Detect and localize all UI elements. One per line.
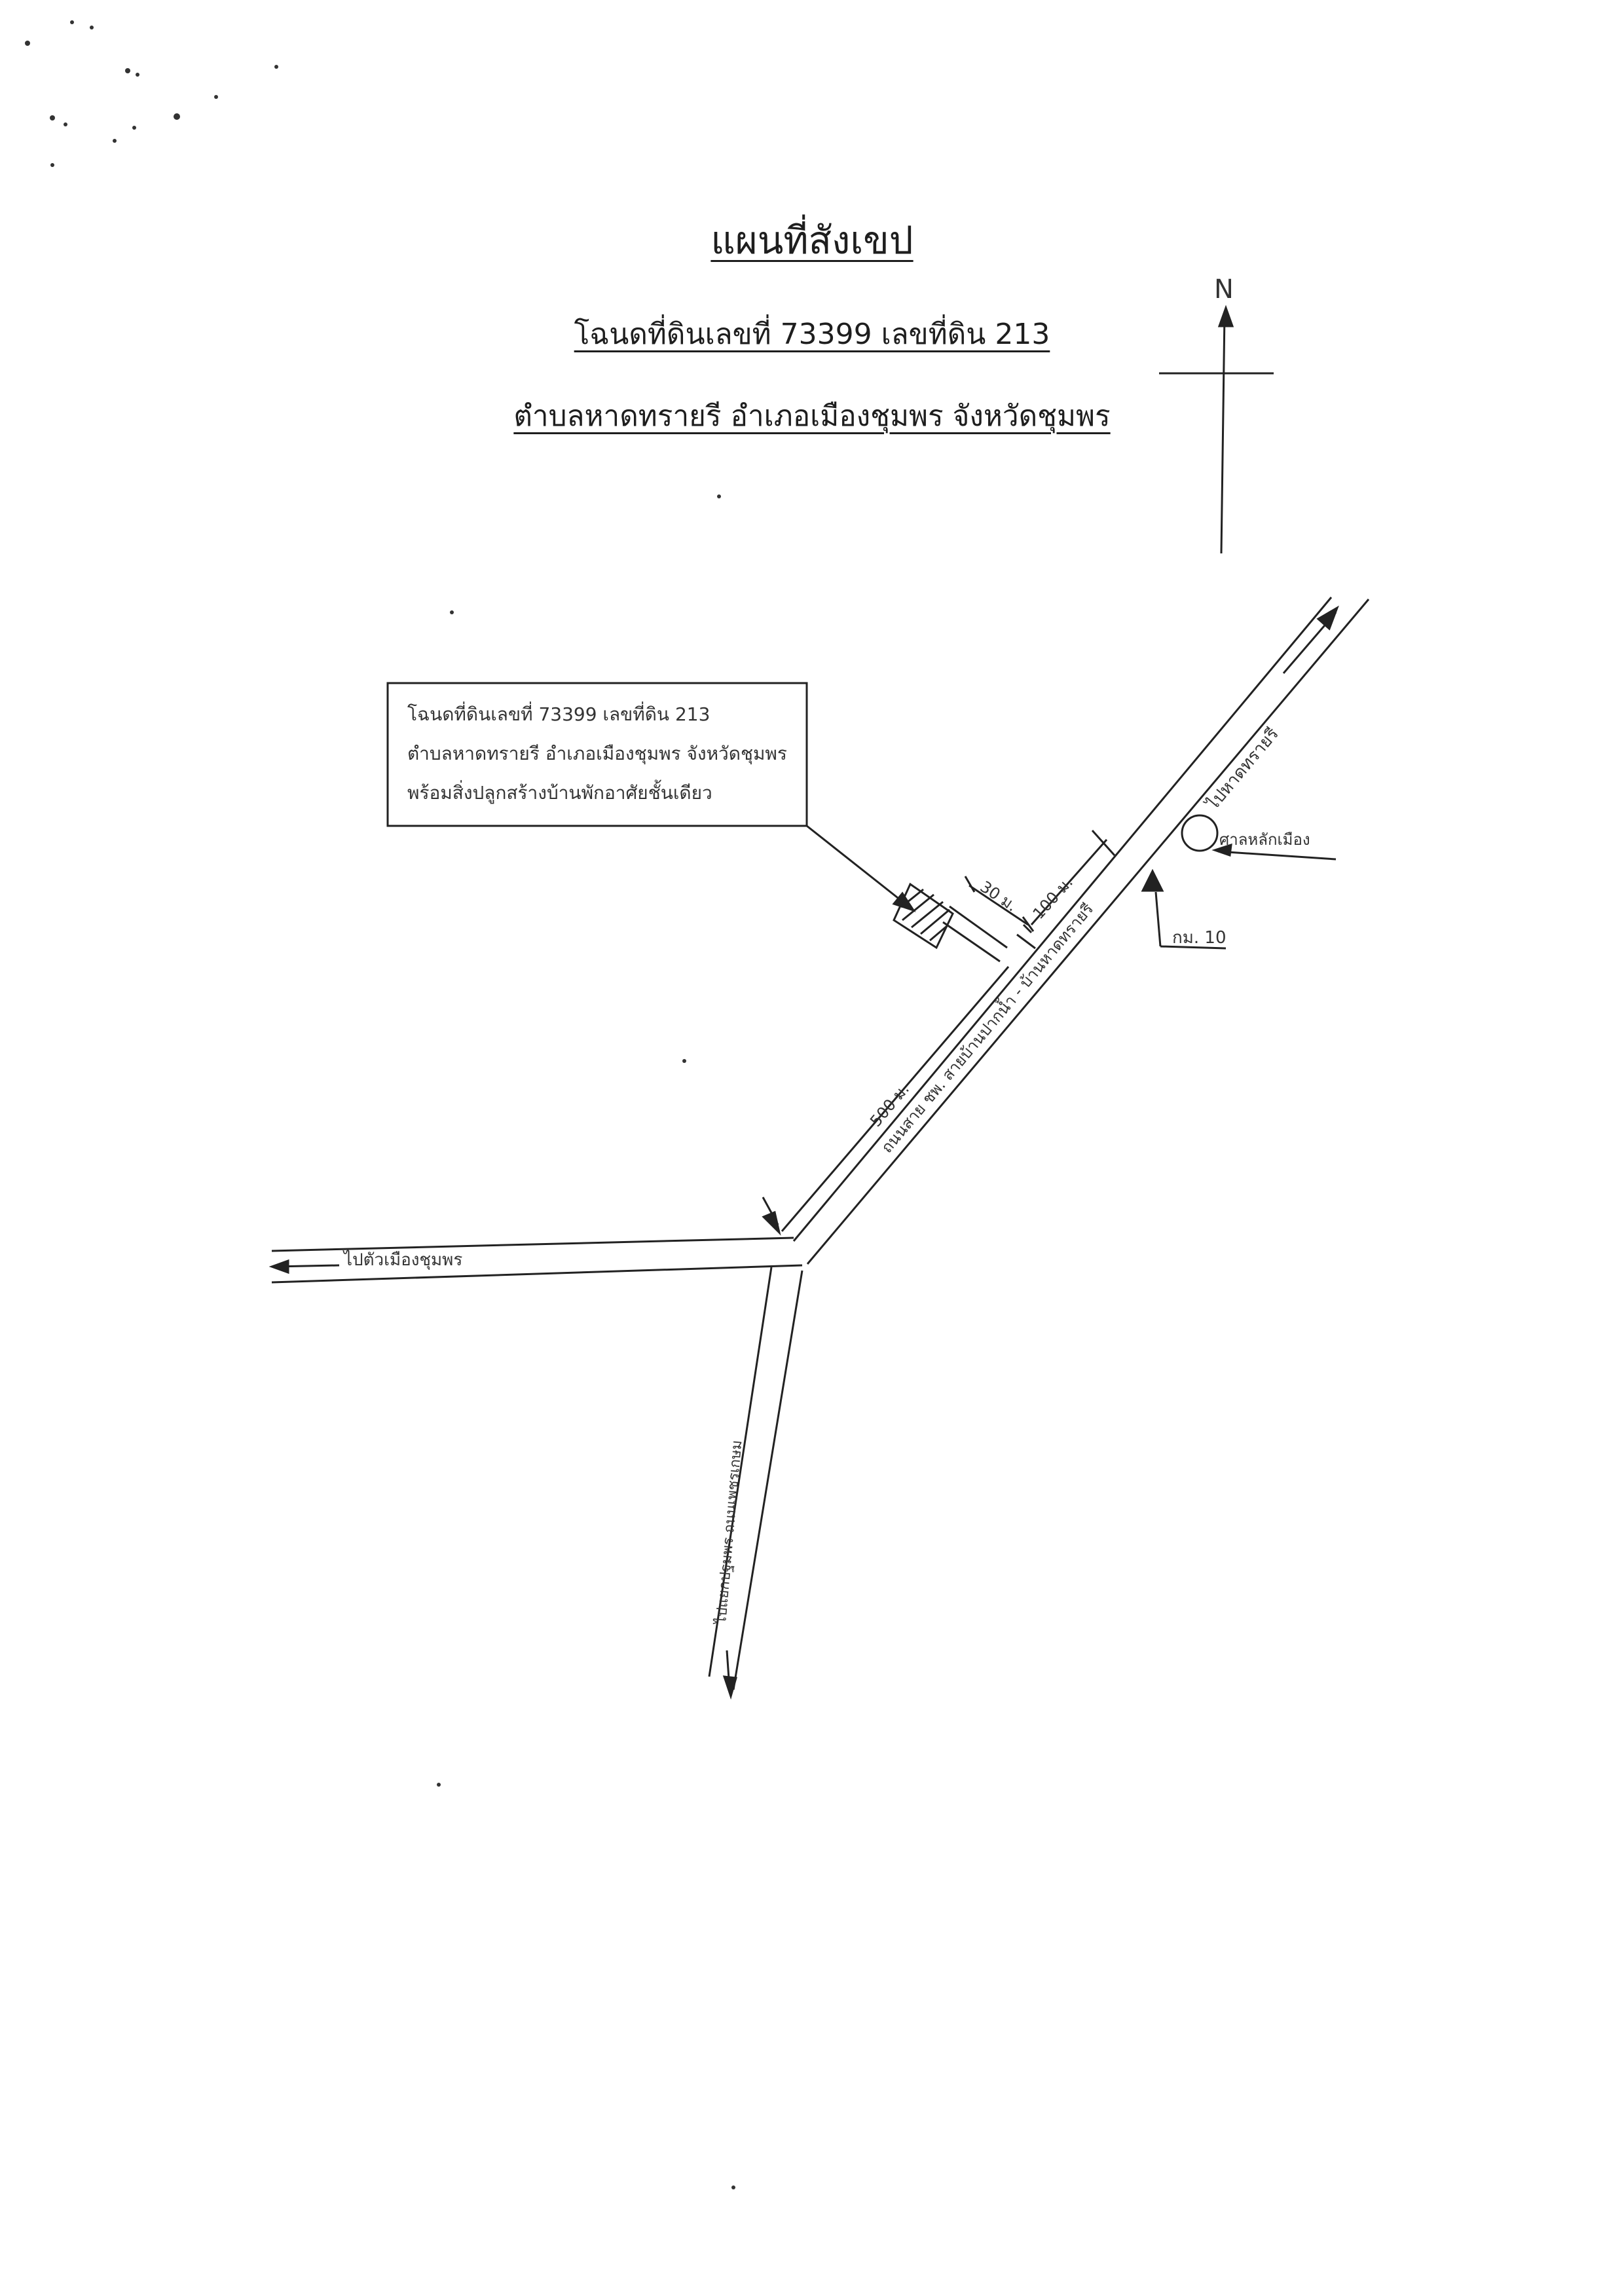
scan-specks: [25, 20, 735, 2189]
west-road: [268, 1236, 803, 1284]
info-line-2: ตำบลหาดทรายรี อำเภอเมืองชุมพร จังหวัดชุม…: [407, 743, 787, 765]
dim-500m: [762, 966, 1010, 1236]
location-line: ตำบลหาดทรายรี อำเภอเมืองชุมพร จังหวัดชุม…: [513, 400, 1111, 433]
label-to-south: ไปแยกปฐมพร ถนนเพชรเกษม: [712, 1440, 746, 1626]
label-km-marker: กม. 10: [1172, 928, 1227, 948]
label-landmark: ศาลหลักเมือง: [1219, 830, 1310, 849]
map-title: แผนที่สังเขป: [710, 218, 913, 263]
info-line-1: โฉนดที่ดินเลขที่ 73399 เลขที่ดิน 213: [407, 701, 710, 725]
info-box: [386, 682, 808, 827]
side-road: [942, 905, 1036, 963]
north-arrow-icon: [1159, 305, 1274, 554]
label-to-city: ไปตัวเมืองชุมพร: [342, 1250, 462, 1270]
dim-30m: [964, 876, 1035, 932]
km-marker-icon: [1141, 868, 1227, 950]
label-main-road: ถนนสาย ชพ. สายบ้านปากน้ำ - บ้านหาดทรายรี: [876, 898, 1097, 1156]
label-30m: 30 ม.: [977, 878, 1021, 916]
north-label: N: [1214, 274, 1234, 305]
info-box-leader: [806, 825, 904, 904]
landmark-icon: [1181, 814, 1337, 861]
south-road: [708, 1267, 803, 1700]
deed-number-line: โฉนดที่ดินเลขที่ 73399 เลขที่ดิน 213: [574, 318, 1050, 351]
land-parcel-icon: [893, 882, 954, 950]
dim-100m: [1030, 829, 1116, 925]
info-line-3: พร้อมสิ่งปลูกสร้างบ้านพักอาศัยชั้นเดียว: [407, 779, 712, 804]
main-road: [792, 597, 1370, 1265]
